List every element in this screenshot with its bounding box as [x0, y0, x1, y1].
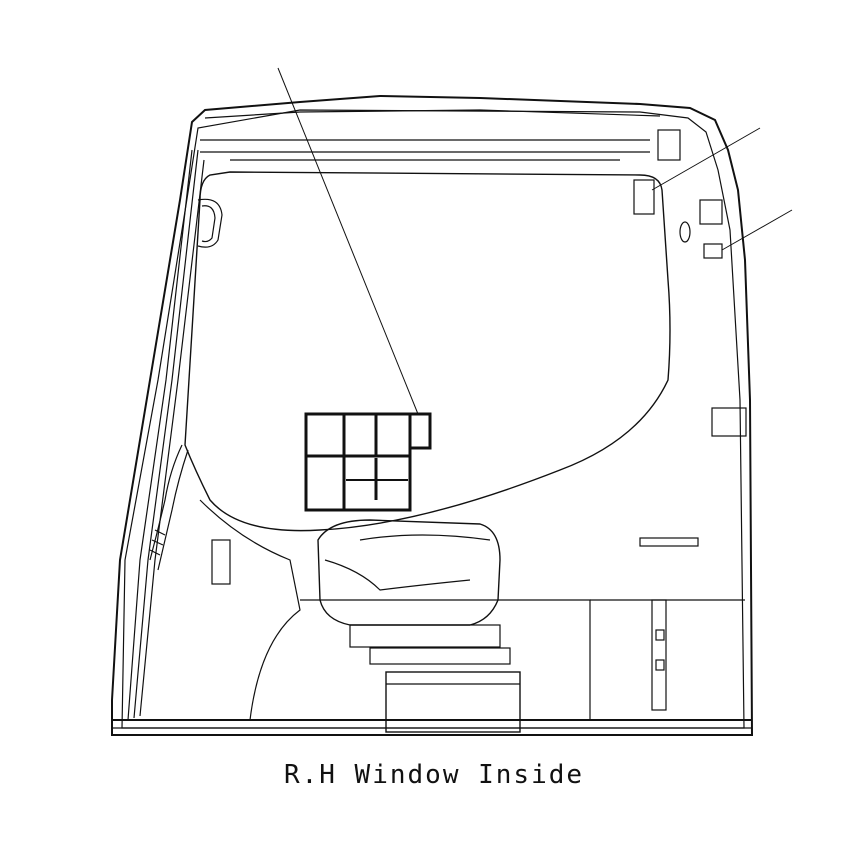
cab-inner-outline	[121, 109, 745, 729]
seat-console-assembly	[317, 519, 521, 733]
right-slot	[639, 537, 699, 547]
floor-structures	[199, 499, 745, 721]
left-pillar-rail-1	[127, 149, 193, 721]
top-header-rail	[204, 109, 661, 119]
leader-line-right-lower	[721, 209, 793, 251]
left-pillar-rail-2	[133, 149, 199, 719]
grab-handle	[197, 198, 223, 248]
mirror-mount	[699, 199, 723, 225]
console-body	[317, 519, 501, 626]
cab-outer-outline	[111, 94, 754, 736]
right-floor-panel	[651, 599, 667, 711]
small-unit	[703, 243, 723, 259]
left-cover-plate	[211, 539, 231, 585]
cab-frame	[111, 94, 754, 736]
console-base	[369, 647, 511, 665]
bracket-block	[657, 129, 681, 161]
label-grid-outline	[304, 412, 412, 512]
oval-cutout	[679, 221, 691, 243]
label-box-right	[408, 412, 432, 450]
switch-panel	[633, 179, 655, 215]
console-pedestal	[349, 624, 501, 648]
upper-right-components	[633, 129, 747, 547]
center-floor-line	[300, 599, 591, 720]
leader-lines	[277, 67, 793, 415]
window-opening	[184, 171, 671, 532]
console-curve	[324, 559, 471, 591]
right-floor-box-1	[655, 629, 665, 641]
diagram-caption: R.H Window Inside	[283, 760, 585, 790]
right-floor-box-2	[655, 659, 665, 671]
label-grid	[304, 412, 432, 512]
leader-line-right-upper	[651, 127, 761, 191]
left-console-outline	[199, 499, 301, 721]
console-top	[359, 534, 491, 541]
right-box	[711, 407, 747, 437]
battery-box	[385, 671, 521, 733]
leader-line-top	[277, 67, 419, 415]
left-pillar-rail-3	[139, 159, 205, 717]
wiring-harness	[149, 444, 189, 571]
